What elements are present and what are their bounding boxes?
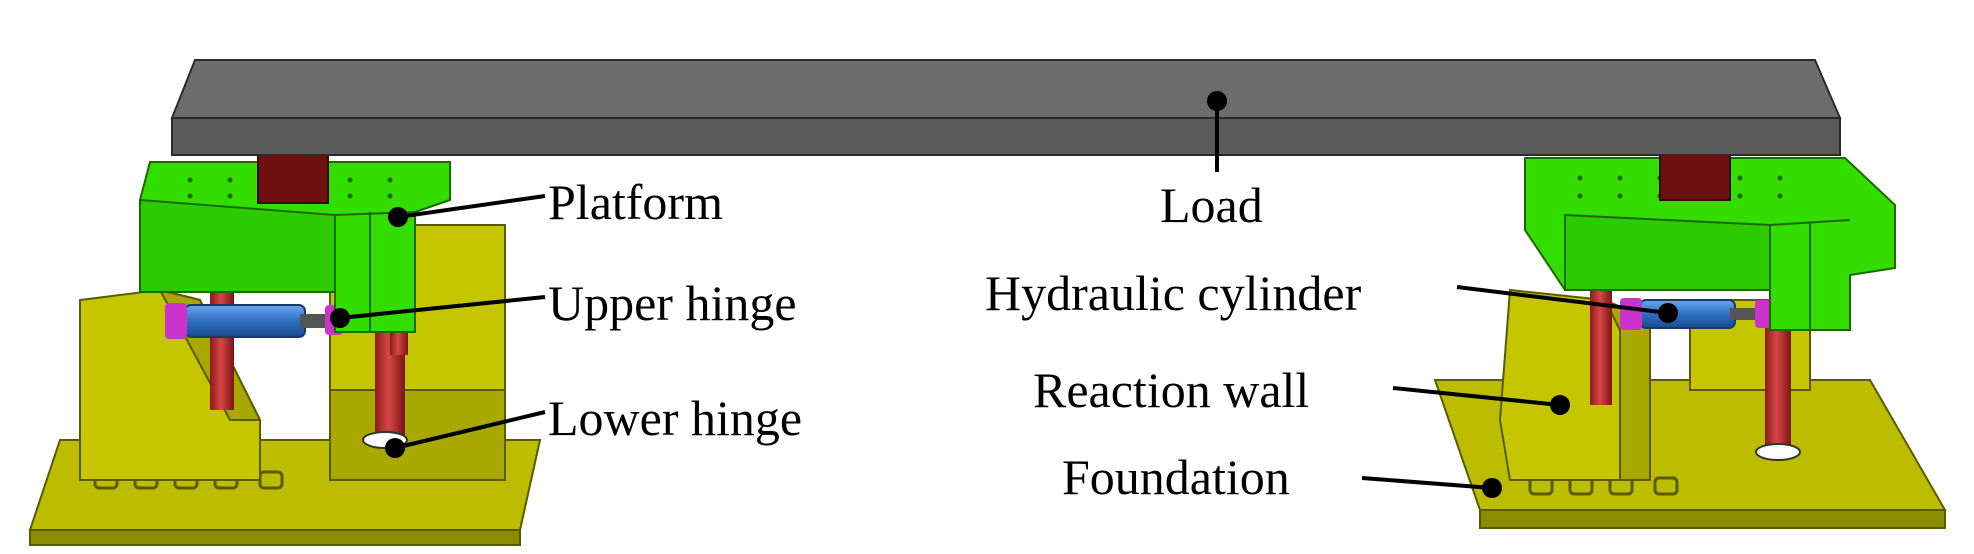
right-platform bbox=[1524, 157, 1896, 331]
right-load-block bbox=[1659, 151, 1731, 201]
lower-hinge-label: Lower hinge bbox=[548, 390, 803, 446]
leader-lines bbox=[330, 91, 1678, 498]
left-hydraulic-cylinder bbox=[165, 303, 343, 339]
load-beam bbox=[170, 59, 1842, 156]
reaction-wall-label: Reaction wall bbox=[1033, 362, 1310, 418]
foundation-label: Foundation bbox=[1062, 449, 1290, 505]
left-load-block bbox=[257, 154, 329, 204]
load-label: Load bbox=[1160, 177, 1263, 233]
left-columns bbox=[210, 280, 408, 449]
hydraulic-cylinder-label: Hydraulic cylinder bbox=[985, 265, 1362, 321]
upper-hinge-label: Upper hinge bbox=[548, 275, 797, 331]
platform-label: Platform bbox=[548, 174, 723, 230]
left-platform bbox=[139, 161, 451, 333]
